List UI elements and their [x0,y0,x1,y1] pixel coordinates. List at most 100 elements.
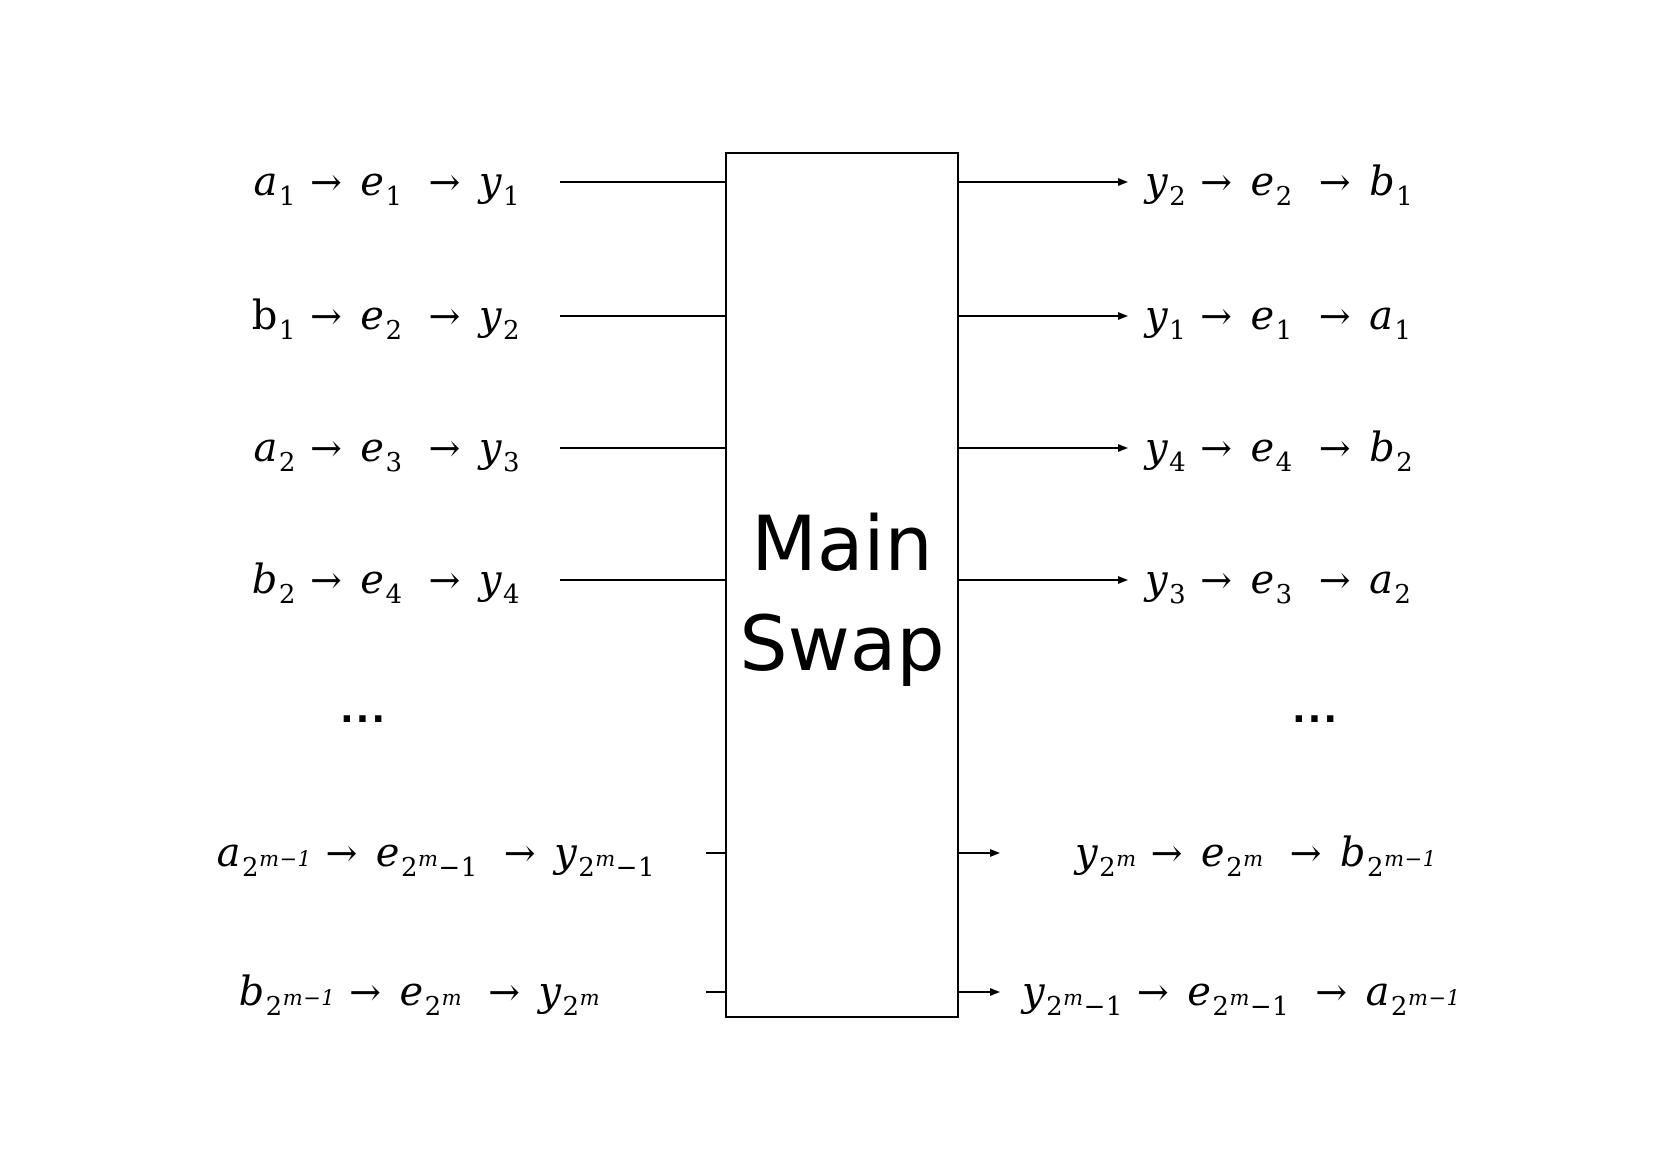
main-swap-block: Main Swap [725,152,959,1018]
term-symbol: y [478,159,502,205]
output-wire [959,579,1120,581]
arrow-icon: → [1200,426,1233,470]
term-subscript: 2 [502,316,520,346]
term-symbol: b [238,969,265,1015]
term-exponent: m−1 [282,986,336,1010]
arrow-icon: → [349,970,382,1014]
term-exponent: m−1 [1384,847,1437,871]
arrow-icon: → [309,160,343,204]
arrow-icon: → [1318,426,1352,470]
arrow-icon: → [1200,294,1233,338]
term-exponent: m [595,847,616,871]
term-subscript: 1 [1169,316,1187,346]
term-subscript: 2m−1 [578,847,655,883]
term-exponent: m [579,986,600,1010]
term-symbol: y [1145,425,1169,471]
arrow-icon: → [428,558,461,602]
term-symbol: y [1145,159,1169,205]
term-symbol: a [216,830,242,876]
input-wire [560,315,725,317]
term-symbol: e [1187,969,1212,1015]
arrowhead-icon [1118,178,1128,186]
arrowhead-icon [990,849,1000,857]
term-symbol: e [360,425,385,471]
term-subscript: 2 [278,448,296,478]
term-subscript: 2m−1 [242,847,312,883]
input-wire [706,991,725,993]
term-subscript: 1 [1394,316,1412,346]
term-symbol: b [251,293,278,339]
term-symbol: y [1145,293,1169,339]
term-symbol: y [478,425,502,471]
term-subscript-tail: −1 [615,853,655,883]
term-subscript: 2 [1396,448,1414,478]
term-subscript: 2 [1275,182,1293,212]
arrow-icon: → [1318,294,1352,338]
term-subscript: 2m [1099,847,1137,883]
arrow-icon: → [1136,970,1170,1014]
term-subscript: 4 [385,580,403,610]
arrowhead-icon [1118,312,1128,320]
term-subscript: 1 [1275,316,1293,346]
arrow-icon: → [309,426,343,470]
term-symbol: b [251,557,278,603]
term-symbol: y [538,969,562,1015]
input-wire [706,852,725,854]
term-symbol: y [1145,557,1169,603]
term-subscript: 2 [1394,580,1412,610]
term-exponent: m [418,847,439,871]
term-symbol: b [1339,830,1367,876]
main-swap-label: Main Swap [727,494,957,694]
arrow-icon: → [1150,831,1183,875]
arrow-icon: → [1200,558,1233,602]
term-subscript: 2m−1 [1046,986,1123,1022]
term-exponent: m [1116,847,1137,871]
term-subscript: 1 [278,182,296,212]
arrow-icon: → [428,160,461,204]
arrow-icon: → [1289,831,1322,875]
term-symbol: y [554,830,578,876]
term-symbol: e [1250,293,1275,339]
term-symbol: e [1200,830,1226,876]
term-subscript: 2m−1 [1367,847,1437,883]
arrow-icon: → [1318,160,1352,204]
term-subscript: 2m [562,986,600,1022]
term-subscript: 3 [502,448,520,478]
term-subscript: 3 [1169,580,1187,610]
term-symbol: b [1369,425,1396,471]
output-wire [959,447,1120,449]
term-subscript: 4 [1275,448,1293,478]
term-subscript: 3 [1275,580,1293,610]
term-exponent: m−1 [1407,986,1461,1010]
